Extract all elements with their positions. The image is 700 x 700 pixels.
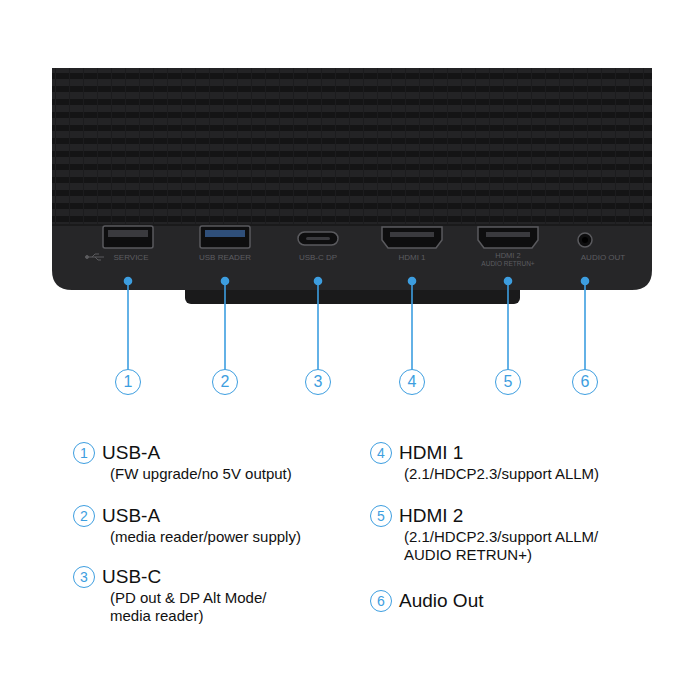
callout-circle: 3 bbox=[73, 566, 95, 588]
port-label: HDMI 1 bbox=[367, 253, 457, 263]
callout-circle: 5 bbox=[370, 505, 392, 527]
callout-number: 2 bbox=[80, 509, 88, 523]
callout-circle: 4 bbox=[370, 442, 392, 464]
hdmi-port bbox=[478, 227, 538, 248]
port-label: USB READER bbox=[180, 253, 270, 263]
callout-number: 2 bbox=[221, 374, 230, 390]
callout-circle: 1 bbox=[73, 442, 95, 464]
port-description: (PD out & DP Alt Mode/ media reader) bbox=[110, 589, 295, 626]
audio-jack bbox=[578, 233, 592, 247]
callout-number: 1 bbox=[124, 374, 133, 390]
callout-circle: 2 bbox=[212, 369, 238, 395]
usb-a-port bbox=[200, 226, 250, 248]
port-description: (2.1/HDCP2.3/support ALLM) bbox=[404, 465, 654, 483]
callout-circle: 6 bbox=[572, 369, 598, 395]
callout-number: 5 bbox=[377, 509, 385, 523]
port-label: HDMI 2 bbox=[463, 251, 553, 260]
callout-number: 3 bbox=[80, 570, 88, 584]
port-name: USB-A bbox=[102, 504, 302, 527]
usb-c-port bbox=[298, 232, 338, 245]
port-label: USB-C DP bbox=[273, 253, 363, 263]
port-name: Audio Out bbox=[399, 589, 599, 612]
callout-circle: 6 bbox=[370, 590, 392, 612]
port-label: AUDIO OUT bbox=[568, 253, 638, 263]
port-label: SERVICE bbox=[101, 253, 161, 263]
port-name: HDMI 2 bbox=[399, 504, 599, 527]
usb-a-port bbox=[103, 226, 153, 248]
hdmi-port bbox=[382, 227, 442, 248]
callout-circle: 5 bbox=[495, 369, 521, 395]
panel-body bbox=[52, 68, 652, 290]
leader-line bbox=[125, 278, 589, 371]
vent-grille bbox=[52, 68, 652, 226]
callout-number: 5 bbox=[504, 374, 513, 390]
port-name: USB-C bbox=[102, 565, 302, 588]
port-name: HDMI 1 bbox=[399, 441, 599, 464]
callout-circle: 2 bbox=[73, 505, 95, 527]
callout-circle: 1 bbox=[115, 369, 141, 395]
port-description: (2.1/HDCP2.3/support ALLM/ AUDIO RETRUN+… bbox=[404, 528, 619, 565]
callout-number: 6 bbox=[377, 594, 385, 608]
port-label: AUDIO RETRUN+ bbox=[463, 260, 553, 268]
callout-number: 6 bbox=[581, 374, 590, 390]
port-description: (media reader/power supply) bbox=[110, 528, 360, 546]
callout-number: 3 bbox=[314, 374, 323, 390]
callout-circle: 3 bbox=[305, 369, 331, 395]
callout-number: 4 bbox=[408, 374, 417, 390]
port-description: (FW upgrade/no 5V output) bbox=[110, 465, 350, 483]
callout-circle: 4 bbox=[399, 369, 425, 395]
port-name: USB-A bbox=[102, 441, 302, 464]
callout-number: 4 bbox=[377, 446, 385, 460]
usb-symbol bbox=[86, 254, 105, 260]
callout-number: 1 bbox=[80, 446, 88, 460]
